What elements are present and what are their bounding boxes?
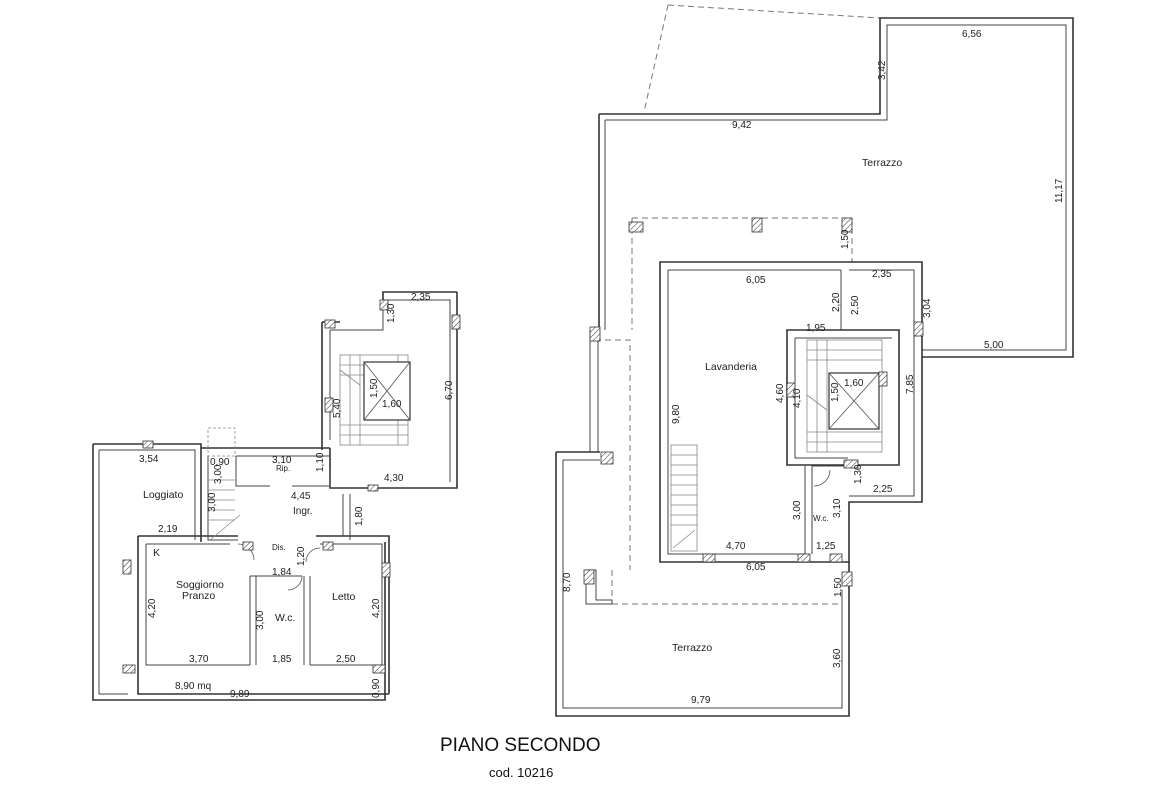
dim-180: 1,80 [354,506,365,526]
dim-185: 1,85 [272,654,292,665]
dim-310: 3,10 [272,455,292,466]
dim-090-top: 0,90 [210,457,230,468]
dim-670: 6,70 [444,380,455,400]
lavanderia-label: Lavanderia [705,361,757,373]
dim-300-stair: 3,00 [207,492,218,512]
ingresso-label: Ingr. [293,506,312,517]
wc-label: W.c. [275,612,295,624]
dim-160: 1,60 [382,399,402,410]
stair-right [806,339,883,453]
dim-942: 9,42 [732,120,752,131]
dim-120: 1,20 [296,546,307,566]
dim-250-right: 2,50 [850,295,861,315]
dim-370: 3,70 [189,654,209,665]
dim-300-loggiato: 3,00 [213,464,224,484]
dim-235-right: 2,35 [872,269,892,280]
dim-500: 5,00 [984,340,1004,351]
dim-605-bottom: 6,05 [746,562,766,573]
dim-979: 9,79 [691,695,711,706]
dim-1117: 11,17 [1054,178,1065,203]
loggiato-wall [92,443,386,701]
terrazzo-bottom-label: Terrazzo [672,642,712,654]
wc-right-label: W.c. [813,514,829,523]
terrazzo-top-label: Terrazzo [862,157,902,169]
stair-left [339,354,409,446]
left-unit: Loggiato Soggiorno Pranzo K W.c. Letto I… [92,291,461,701]
dim-870: 8,70 [562,572,573,592]
dim-989: 9,89 [230,689,250,700]
dim-470: 4,70 [726,541,746,552]
dim-410: 4,10 [792,388,803,408]
dim-150-bottom: 1,50 [833,577,844,597]
letto-label: Letto [332,591,356,603]
dim-605-top: 6,05 [746,275,766,286]
dim-130: 1,30 [386,303,397,323]
dim-090-bottom: 0,90 [371,678,382,698]
dim-300-right: 3,00 [792,500,803,520]
dim-219: 2,19 [158,524,178,535]
kitchen-label: K [153,547,160,559]
dim-195: 1,95 [806,323,826,334]
ripostiglio-label: Rip. [276,464,290,473]
soggiorno-label: Soggiorno [176,579,224,591]
pranzo-label: Pranzo [182,590,215,602]
dim-460: 4,60 [775,383,786,403]
dim-445: 4,45 [291,491,311,502]
loggiato-label: Loggiato [143,489,183,501]
dim-342: 3,42 [877,60,888,80]
dim-890mq: 8,90 mq [175,681,211,692]
dim-310-right: 3,10 [832,498,843,518]
dim-160-right: 1,60 [844,378,864,389]
dim-430: 4,30 [384,473,404,484]
dim-980: 9,80 [671,404,682,424]
dim-150-top: 1,50 [840,229,851,249]
dim-150-lift: 1,50 [830,382,841,402]
dim-360: 3,60 [832,648,843,668]
dim-304: 3,04 [922,298,933,318]
dim-250: 2,50 [336,654,356,665]
dim-110: 1,10 [315,452,326,472]
right-unit: Terrazzo Lavanderia W.c. Terrazzo 6,56 3… [555,4,1074,717]
dim-354: 3,54 [139,454,159,465]
lavanderia-wall [659,261,923,563]
terrazzo-top-wall [598,17,1074,358]
plan-code: cod. 10216 [489,765,553,780]
dim-785: 7,85 [905,374,916,394]
dim-220: 2,20 [831,292,842,312]
apartment-wall [137,535,390,695]
disimpegno-label: Dis. [272,543,286,552]
dim-235: 2,35 [411,292,431,303]
dim-656: 6,56 [962,29,982,40]
dim-540: 5,40 [332,398,343,418]
dim-300-wc: 3,00 [255,610,266,630]
plan-title: PIANO SECONDO [440,735,600,756]
dim-184: 1,84 [272,567,292,578]
dim-130-right: 1,30 [853,464,864,484]
dim-225: 2,25 [873,484,893,495]
dim-420-left: 4,20 [147,598,158,618]
dim-150: 1,50 [369,378,380,398]
dim-125: 1,25 [816,541,836,552]
dim-420-right: 4,20 [371,598,382,618]
